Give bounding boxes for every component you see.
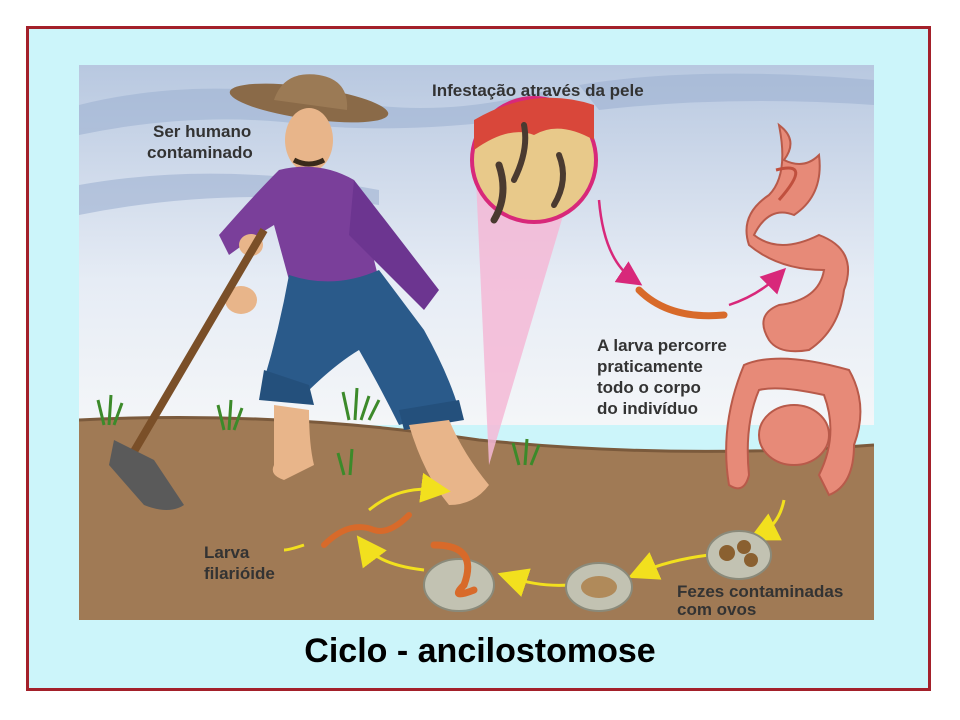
label-larva-path-line4: do indivíduo: [597, 399, 698, 418]
arrow-filariform-to-label: [283, 543, 305, 552]
arrow-egg-to-larva: [497, 568, 570, 597]
hookworm-cycle-illustration: Ser humano contaminado Infestação atravé…: [79, 65, 874, 620]
cycle-arrows: [283, 472, 786, 597]
label-human-line1: Ser humano: [153, 122, 251, 141]
slide-caption: Ciclo - ancilostomose: [304, 632, 656, 670]
arrow-skin-to-larva: [597, 199, 643, 286]
hoe-tool: [109, 227, 268, 510]
label-feces-line2: com ovos: [677, 600, 756, 619]
stage-feces-eggs: [706, 530, 772, 580]
label-larva-path-line2: praticamente: [597, 357, 703, 376]
label-skin-infestation: Infestação através da pele: [432, 81, 644, 100]
filariform-larva: [321, 512, 412, 548]
arrow-larva-to-organs: [728, 267, 787, 307]
label-larva-path-line1: A larva percorre: [597, 336, 727, 355]
grass: [96, 387, 541, 476]
label-filariform-line1: Larva: [204, 543, 250, 562]
label-filariform-line2: filarióide: [204, 564, 275, 583]
arrow-filariform-to-foot: [368, 472, 451, 512]
stage-rhabditiform-larva: [423, 541, 495, 612]
arrow-organs-to-feces: [748, 499, 786, 541]
stage-egg: [565, 562, 633, 612]
label-larva-path-line3: todo o corpo: [597, 378, 701, 397]
skin-magnified-circle: [470, 96, 598, 224]
arrow-larva-to-filariform: [356, 535, 425, 572]
label-feces-line1: Fezes contaminadas: [677, 582, 843, 601]
farmer-figure: [219, 74, 489, 505]
arrow-feces-to-egg: [627, 552, 710, 580]
digestive-tract: [725, 122, 862, 497]
migrating-larva: [635, 286, 728, 320]
label-human-line2: contaminado: [147, 143, 253, 162]
